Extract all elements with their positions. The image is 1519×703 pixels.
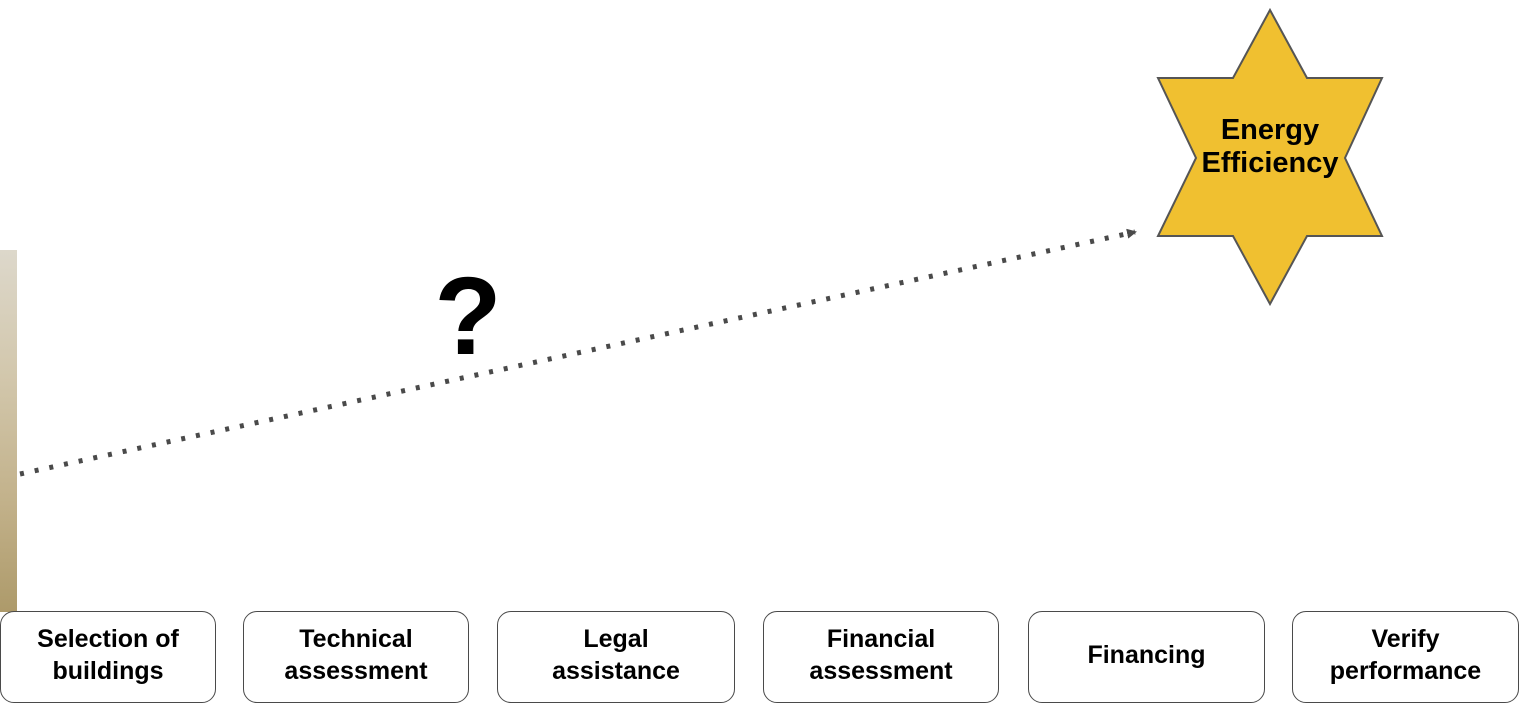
step-label: Financing bbox=[1087, 641, 1206, 669]
step-legal-assistance[interactable]: Legal assistance bbox=[497, 611, 735, 703]
step-verify-performance[interactable]: Verify performance bbox=[1292, 611, 1519, 703]
step-label: Selection of buildings bbox=[37, 625, 179, 685]
energy-efficiency-label: Energy Efficiency bbox=[1201, 114, 1339, 179]
energy-efficiency-star-shape bbox=[1156, 7, 1384, 307]
dotted-arrow-path bbox=[19, 228, 1137, 477]
step-label: Technical assessment bbox=[284, 625, 428, 685]
step-label: Legal assistance bbox=[552, 625, 680, 685]
side-image-strip bbox=[0, 250, 17, 612]
step-financing[interactable]: Financing bbox=[1028, 611, 1265, 703]
step-technical-assessment[interactable]: Technical assessment bbox=[243, 611, 469, 703]
question-mark-icon: ? bbox=[434, 255, 502, 378]
step-financial-assessment[interactable]: Financial assessment bbox=[763, 611, 999, 703]
step-selection-of-buildings[interactable]: Selection of buildings bbox=[0, 611, 216, 703]
step-label: Financial assessment bbox=[809, 625, 953, 685]
step-label: Verify performance bbox=[1329, 625, 1482, 685]
